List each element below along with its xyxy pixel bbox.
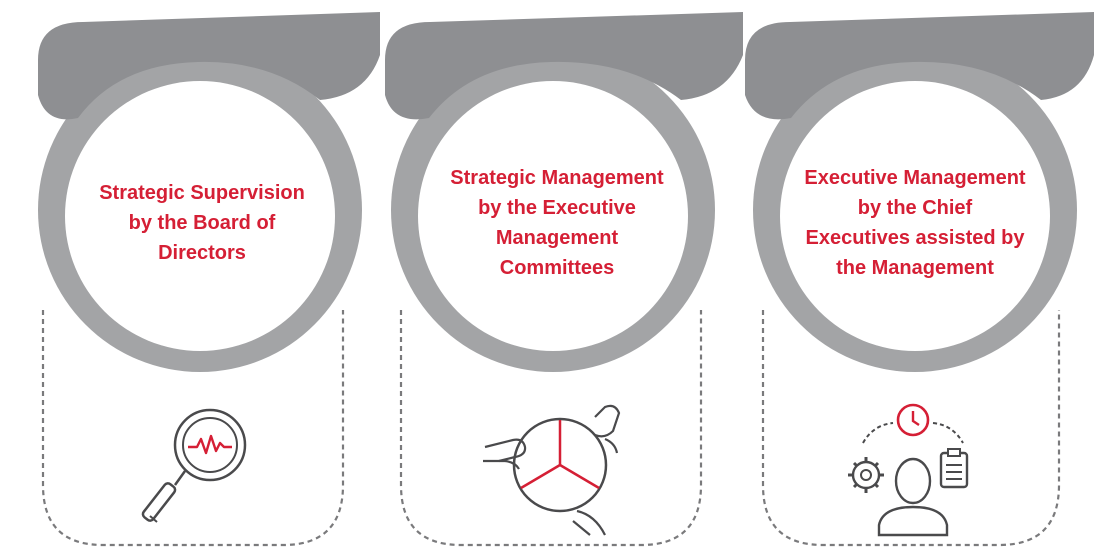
person-clock-gear-clipboard-icon [848, 403, 969, 537]
stage-card-2: Strategic Management by the Executive Ma… [363, 0, 743, 555]
dashed-outline [761, 310, 1061, 547]
dashed-outline [41, 310, 345, 547]
stage-frame-3 [745, 12, 1094, 547]
cap [745, 12, 1094, 120]
stage-frame-1 [38, 12, 380, 547]
ring-inner [65, 81, 335, 351]
stage-card-3: Executive Management by the Chief Execut… [721, 0, 1094, 555]
stage-title-3: Executive Management by the Chief Execut… [804, 166, 1026, 279]
dashed-outline [399, 310, 703, 547]
stage-card-1: Strategic Supervision by the Board of Di… [8, 0, 380, 555]
cap [38, 12, 380, 120]
ring-inner [780, 81, 1050, 351]
hands-circle-icon [483, 404, 621, 536]
stage-title-1: Strategic Supervision by the Board of Di… [99, 181, 305, 264]
ring-inner [418, 81, 688, 351]
stage-frame-2 [385, 12, 743, 547]
magnifier-pulse-icon [141, 408, 247, 523]
stage-title-2: Strategic Management by the Executive Ma… [450, 166, 664, 279]
cap [385, 12, 743, 120]
